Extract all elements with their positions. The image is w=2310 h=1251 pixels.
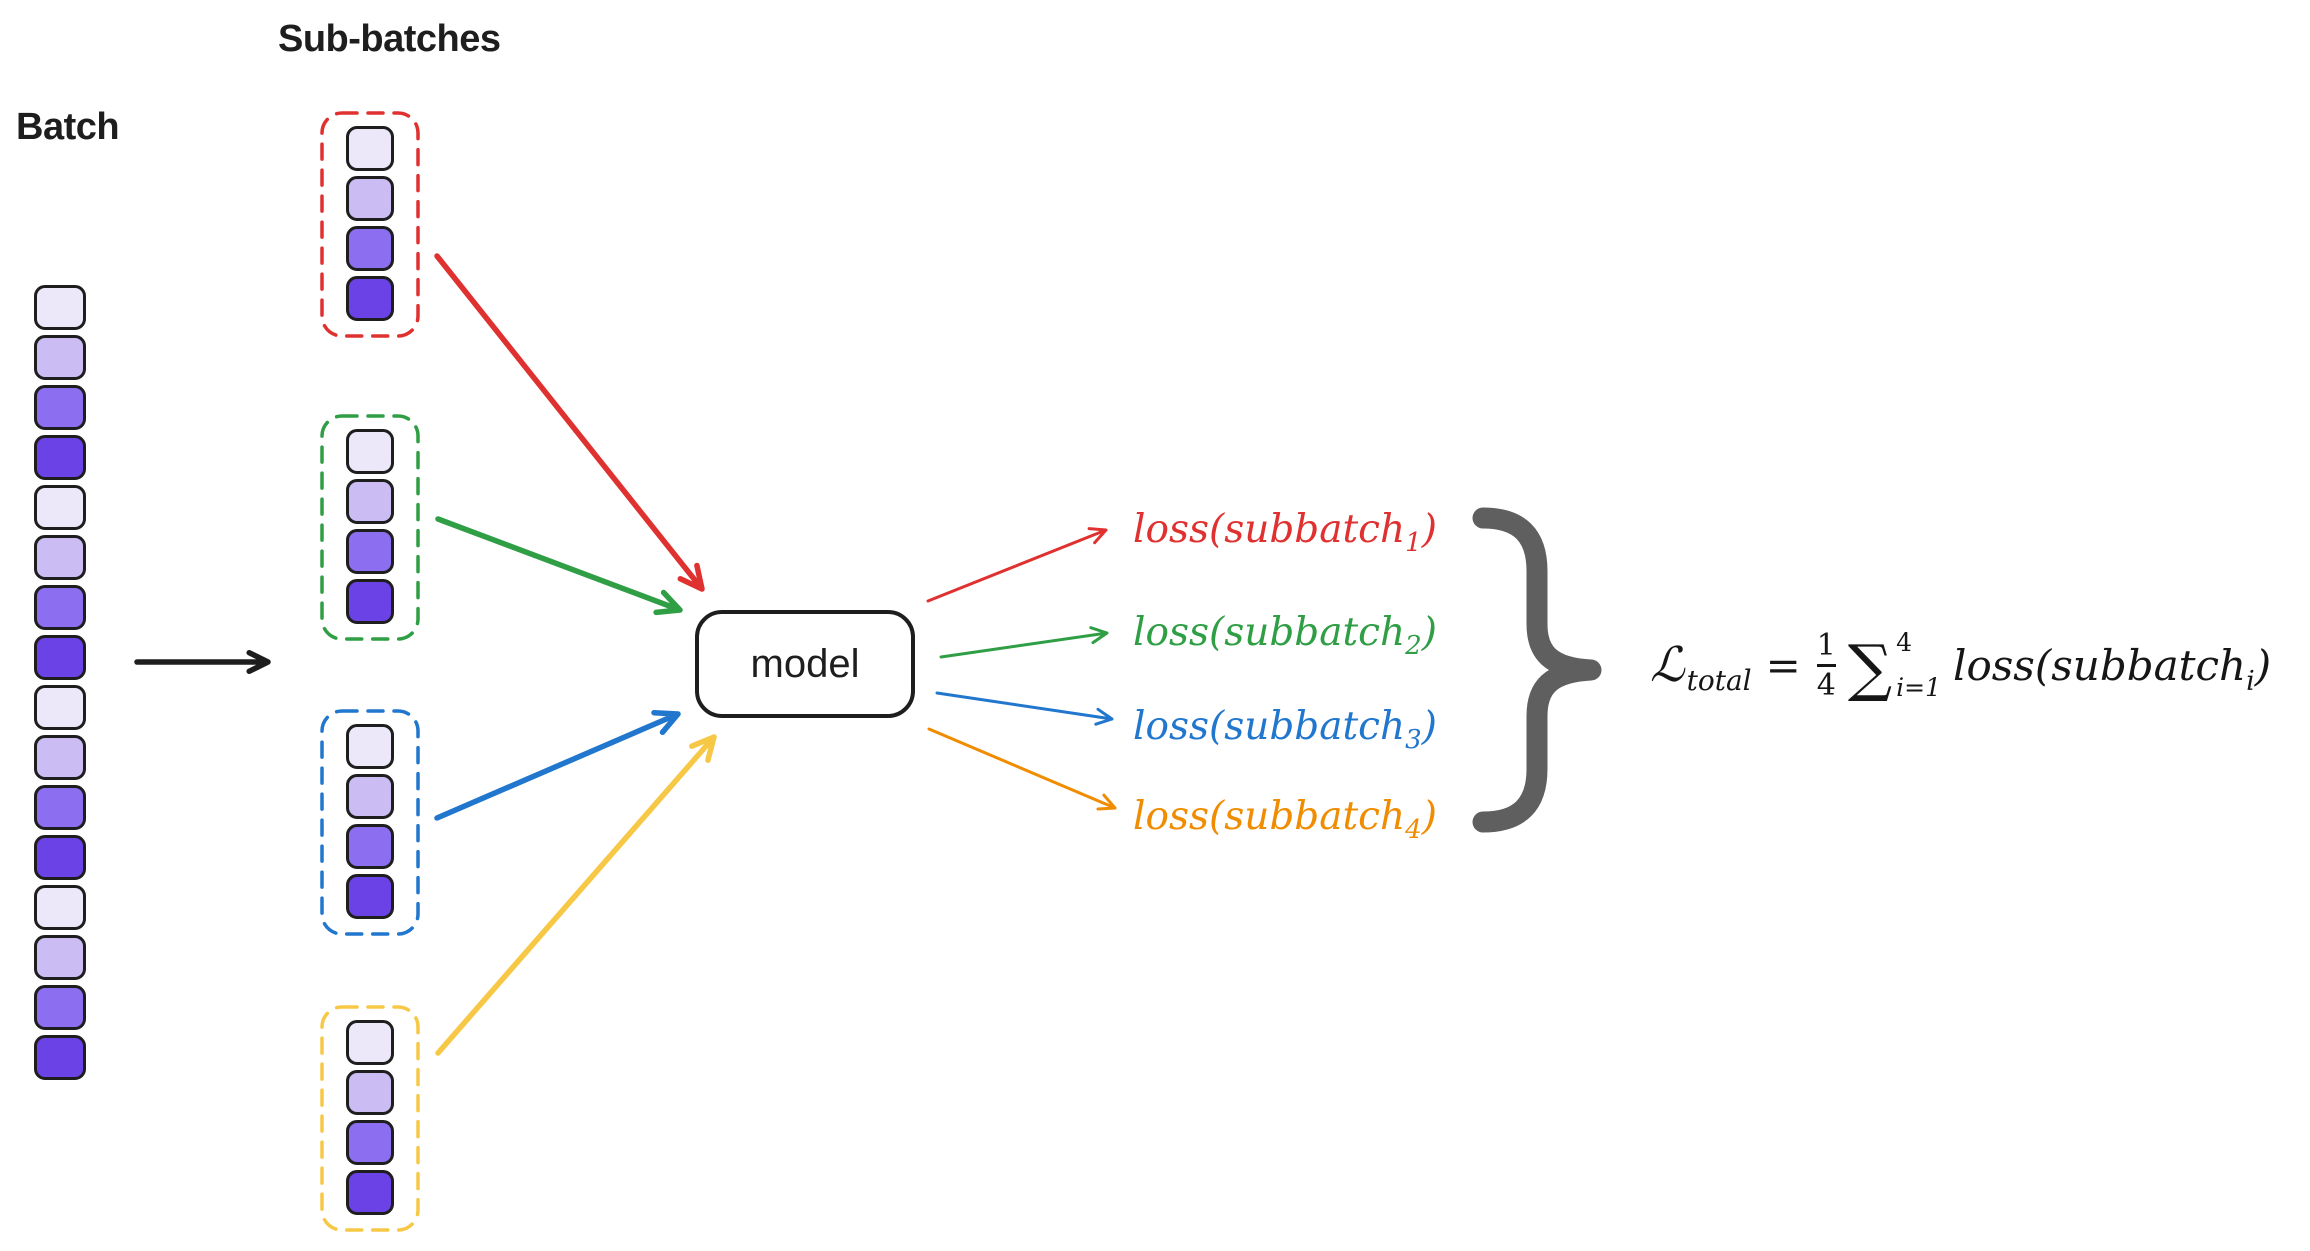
equals-sign: = (1765, 640, 1801, 690)
arrow-subbatch-1-to-model (434, 253, 705, 592)
arrow-model-to-loss-1 (926, 527, 1108, 603)
batch-square (34, 635, 86, 680)
batch-label: Batch (16, 106, 120, 148)
formula-loss-text: ) (2254, 640, 2272, 690)
subbatch-square (345, 276, 394, 321)
loss-label-4: loss(subbatch4) (1133, 794, 1437, 853)
subbatch-square (345, 176, 394, 221)
subbatch-group-2 (320, 416, 419, 641)
batch-square (34, 485, 86, 530)
subbatch-square (345, 824, 394, 869)
subbatch-square (345, 429, 394, 474)
subbatch-square (345, 1070, 394, 1115)
subbatch-square (345, 874, 394, 919)
loss-text: loss(subbatch (1133, 794, 1406, 839)
summation-limits: 4 i=1 (1896, 629, 1941, 701)
summation-symbol: ∑ (1847, 631, 1893, 704)
subbatch-square (345, 529, 394, 574)
batch-column (34, 285, 86, 1080)
formula-loss-text: loss(subbatch (1953, 640, 2247, 690)
subbatch-square (345, 1020, 394, 1065)
batch-square (34, 685, 86, 730)
batch-square (34, 1035, 86, 1080)
batch-square (34, 285, 86, 330)
arrow-batch-to-subbatches (134, 649, 271, 675)
loss-label-2: loss(subbatch2) (1133, 610, 1437, 669)
loss-text: loss(subbatch (1133, 507, 1406, 552)
formula-subscript-total: total (1686, 663, 1752, 697)
subbatch-square (345, 774, 394, 819)
loss-subscript: 2 (1405, 630, 1422, 661)
batch-square (34, 335, 86, 380)
loss-subscript: 4 (1405, 814, 1422, 845)
batch-square (34, 735, 86, 780)
loss-label-3: loss(subbatch3) (1133, 704, 1437, 763)
subbatch-square (345, 479, 394, 524)
loss-text: ) (1421, 610, 1437, 655)
loss-text: loss(subbatch (1133, 704, 1406, 749)
summation-lower-limit: i=1 (1896, 673, 1942, 702)
loss-text: ) (1421, 704, 1437, 749)
fraction-one-fourth: 1 4 (1816, 627, 1836, 703)
subbatch-group-3 (320, 711, 419, 936)
model-label: model (750, 641, 860, 686)
subbatch-square (345, 1120, 394, 1165)
subbatch-square (345, 724, 394, 769)
batch-square (34, 435, 86, 480)
loss-subscript: 3 (1405, 724, 1422, 755)
arrow-subbatch-2-to-model (435, 516, 683, 616)
loss-text: ) (1421, 794, 1437, 839)
batch-square (34, 835, 86, 880)
batch-square (34, 585, 86, 630)
total-loss-formula: ℒ total = 1 4 ∑ 4 i=1 loss(subbatchi) (1650, 619, 2271, 711)
batch-square (34, 935, 86, 980)
loss-text: ) (1421, 507, 1437, 552)
loss-text: loss(subbatch (1133, 610, 1406, 655)
arrow-subbatch-3-to-model (434, 709, 681, 821)
summation-upper-limit: 4 (1896, 628, 1913, 657)
subbatch-square (345, 226, 394, 271)
subbatches-label: Sub-batches (278, 18, 501, 60)
formula-loss-index: i (2246, 665, 2255, 697)
subbatch-group-4 (320, 1007, 419, 1232)
arrow-model-to-loss-3 (935, 691, 1114, 726)
batch-square (34, 385, 86, 430)
batch-square (34, 785, 86, 830)
batch-square (34, 535, 86, 580)
formula-loss-term: loss(subbatchi) (1953, 640, 2272, 697)
batch-square (34, 885, 86, 930)
loss-subscript: 1 (1405, 527, 1422, 558)
subbatch-square (345, 579, 394, 624)
fraction-denominator: 4 (1816, 667, 1836, 703)
subbatch-group-1 (320, 113, 419, 338)
subbatch-square (345, 1170, 394, 1215)
fraction-numerator: 1 (1816, 627, 1836, 663)
arrow-subbatch-4-to-model (435, 734, 717, 1056)
fraction-bar (1816, 663, 1836, 667)
model-box: model (695, 610, 915, 718)
arrow-model-to-loss-4 (927, 727, 1117, 811)
batch-square (34, 985, 86, 1030)
arrow-model-to-loss-2 (939, 626, 1109, 659)
loss-label-1: loss(subbatch1) (1133, 507, 1437, 566)
script-L-symbol: ℒ (1650, 637, 1685, 693)
subbatch-square (345, 126, 394, 171)
